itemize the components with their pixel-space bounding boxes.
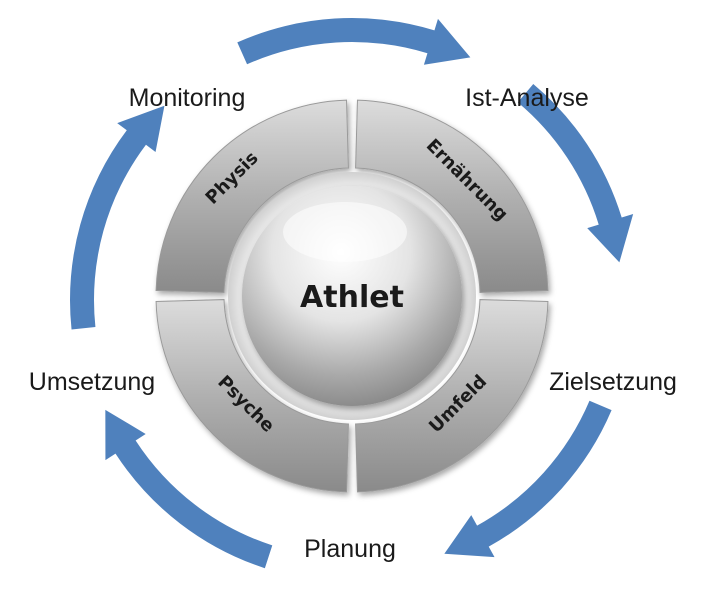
- cycle-label-ist-analyse: Ist-Analyse: [465, 84, 589, 112]
- segment-psyche: [155, 299, 349, 493]
- focus-ring: [155, 99, 549, 493]
- arrow-monitoring-to-ist-analyse: [237, 18, 471, 65]
- arrow-ist-analyse-to-zielsetzung: [517, 83, 634, 263]
- arrow-planung-to-umsetzung: [105, 409, 273, 569]
- cycle-arrows: [70, 18, 634, 569]
- cycle-label-zielsetzung: Zielsetzung: [549, 368, 677, 396]
- segment-physis: [155, 99, 349, 293]
- segment-umfeld: [355, 299, 549, 493]
- cycle-label-monitoring: Monitoring: [129, 84, 246, 112]
- arrow-umsetzung-to-monitoring: [70, 105, 165, 330]
- center-label: Athlet: [300, 280, 404, 315]
- sphere-highlight: [283, 202, 407, 262]
- cycle-label-umsetzung: Umsetzung: [29, 368, 155, 396]
- arrow-zielsetzung-to-planung: [444, 400, 612, 558]
- segment-ernaehrung: [355, 99, 549, 293]
- cycle-label-planung: Planung: [304, 535, 396, 563]
